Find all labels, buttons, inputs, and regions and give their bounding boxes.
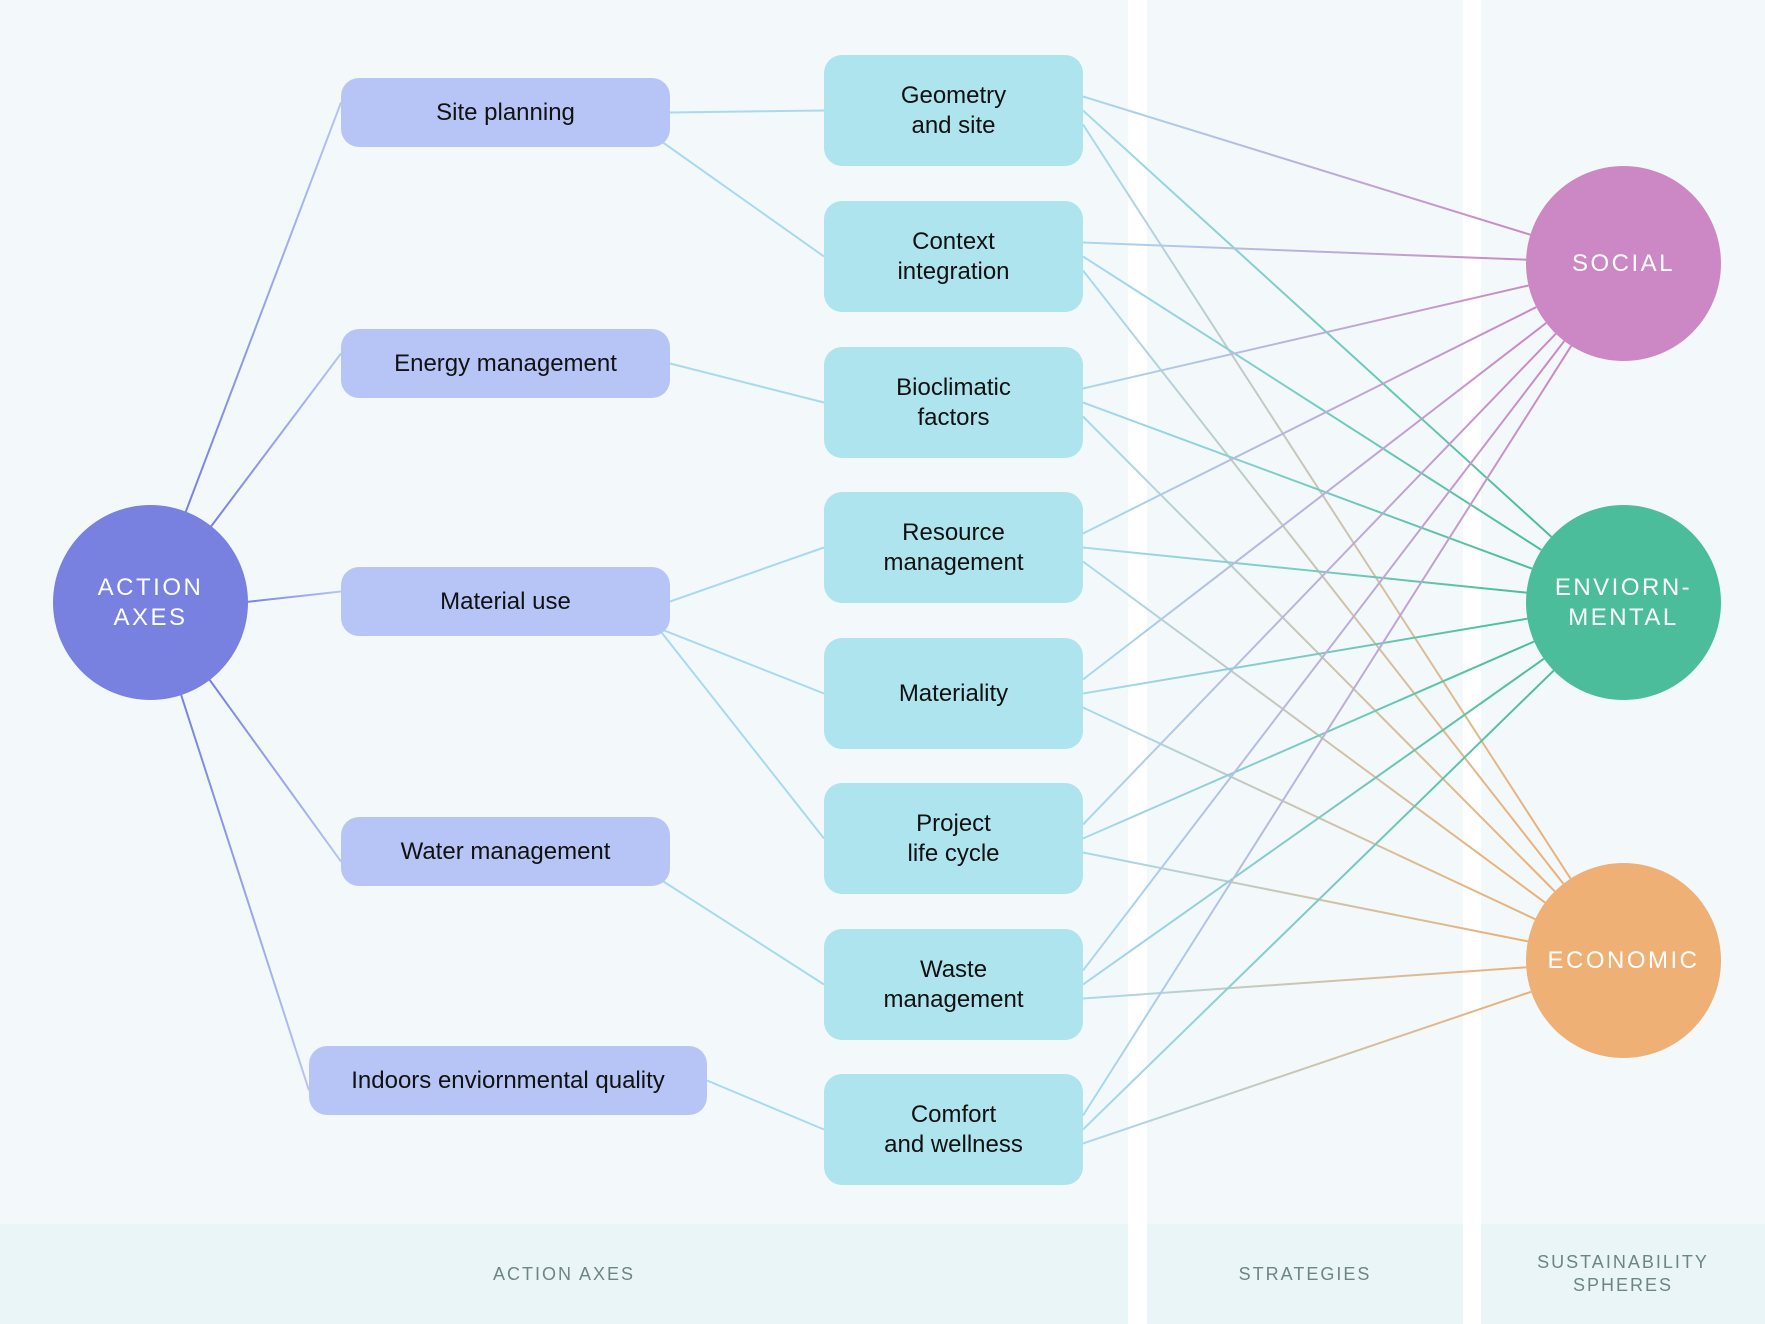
link-root-indoor xyxy=(179,692,310,1091)
link-waste-economic xyxy=(1082,966,1527,1000)
link-root-site xyxy=(184,102,342,514)
link-root-water xyxy=(207,677,342,863)
link-resource-economic xyxy=(1082,560,1546,904)
link-bioclimatic-environmental xyxy=(1082,401,1533,570)
link-materiality-social xyxy=(1082,322,1547,681)
axis-site-planning[interactable]: Site planning xyxy=(341,78,670,147)
strategy-context-integration[interactable]: Context integration xyxy=(824,201,1083,312)
axis-indoor-environmental-quality[interactable]: Indoors enviornmental quality xyxy=(309,1046,707,1115)
footer-strategies-label: STRATEGIES xyxy=(1238,1263,1372,1284)
link-material-resource xyxy=(669,546,825,603)
link-water-waste xyxy=(657,877,825,986)
link-indoor-comfort xyxy=(706,1079,825,1131)
footer-action-axes: ACTION AXES xyxy=(0,1224,1128,1324)
link-lifecycle-social xyxy=(1082,333,1557,826)
axis-material-use[interactable]: Material use xyxy=(341,567,670,636)
strategies-column xyxy=(1147,0,1463,1224)
link-site-context xyxy=(657,138,825,258)
footer-spheres-label: SUSTAINABILITY SPHERES xyxy=(1537,1252,1709,1295)
footer-spheres: SUSTAINABILITY SPHERES xyxy=(1481,1224,1765,1324)
link-comfort-economic xyxy=(1082,990,1532,1145)
strategy-bioclimatic-factors[interactable]: Bioclimatic factors xyxy=(824,347,1083,458)
link-lifecycle-economic xyxy=(1082,851,1529,943)
sphere-environmental[interactable]: ENVIORN- MENTAL xyxy=(1526,505,1721,700)
link-bioclimatic-social xyxy=(1082,284,1529,390)
strategy-geometry-and-site[interactable]: Geometry and site xyxy=(824,55,1083,166)
link-root-material xyxy=(245,590,342,603)
link-context-economic xyxy=(1082,269,1565,885)
link-waste-social xyxy=(1082,340,1566,972)
link-materiality-environmental xyxy=(1082,617,1528,695)
link-comfort-environmental xyxy=(1082,669,1555,1131)
action-axes-node[interactable]: ACTION AXES xyxy=(53,505,248,700)
strategy-project-life-cycle[interactable]: Project life cycle xyxy=(824,783,1083,894)
link-lifecycle-environmental xyxy=(1082,640,1535,840)
link-site-geometry xyxy=(669,109,825,114)
sphere-economic[interactable]: ECONOMIC xyxy=(1526,863,1721,1058)
strategy-waste-management[interactable]: Waste management xyxy=(824,929,1083,1040)
strategy-materiality[interactable]: Materiality xyxy=(824,638,1083,749)
link-comfort-social xyxy=(1082,345,1573,1117)
strategy-comfort-and-wellness[interactable]: Comfort and wellness xyxy=(824,1074,1083,1185)
link-energy-bioclimatic xyxy=(669,362,825,404)
link-geometry-environmental xyxy=(1082,109,1553,538)
sphere-social[interactable]: SOCIAL xyxy=(1526,166,1721,361)
link-resource-environmental xyxy=(1082,546,1527,594)
footer-action-axes-label: ACTION AXES xyxy=(492,1263,636,1284)
axis-water-management[interactable]: Water management xyxy=(341,817,670,886)
axis-energy-management[interactable]: Energy management xyxy=(341,329,670,398)
strategy-resource-management[interactable]: Resource management xyxy=(824,492,1083,603)
link-resource-social xyxy=(1082,306,1537,535)
link-geometry-economic xyxy=(1082,123,1572,880)
link-context-social xyxy=(1082,241,1527,261)
link-context-environmental xyxy=(1082,255,1542,551)
link-waste-environmental xyxy=(1082,657,1545,986)
link-materiality-economic xyxy=(1082,706,1536,921)
link-material-lifecycle xyxy=(657,627,825,840)
link-root-energy xyxy=(209,352,342,529)
link-material-materiality xyxy=(657,627,825,695)
link-geometry-social xyxy=(1082,95,1531,236)
footer-strategies: STRATEGIES xyxy=(1147,1224,1463,1324)
